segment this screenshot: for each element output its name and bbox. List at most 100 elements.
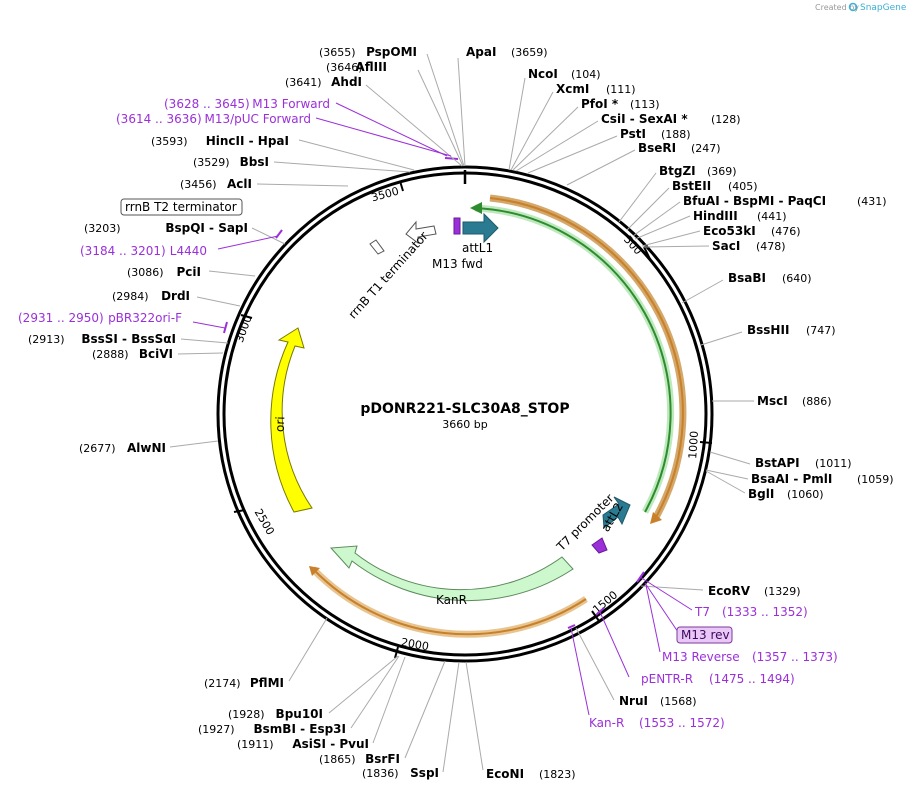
- site-sspi-name: SspI: [410, 766, 439, 780]
- rrnb-t1-terminator-arrow: [405, 220, 437, 244]
- t7-promoter-feature: [591, 537, 608, 554]
- site-ncoi-name: NcoI: [528, 67, 558, 81]
- leader-bcivi: [177, 352, 224, 355]
- leader-bsmbi: [350, 655, 400, 729]
- leader-asisi: [372, 656, 406, 744]
- site-bsaai-pos: (1059): [857, 473, 894, 486]
- leader-m13-puc-forward: [315, 117, 452, 157]
- leader-sspi: [442, 661, 460, 773]
- site-bpu10i-name: Bpu10I: [276, 707, 323, 721]
- site-csii-name: CsiI - SexAI *: [601, 112, 688, 126]
- site-bfuai-pos: (431): [857, 195, 887, 208]
- leader-afliii: [417, 69, 464, 167]
- leader-bstapi: [709, 451, 751, 465]
- site-bfuai-name: BfuAI - BspMI - PaqCI: [683, 194, 826, 208]
- site-bbsi-name: BbsI: [240, 155, 269, 169]
- gateway-cassette-head: [470, 202, 482, 214]
- site-psti-name: PstI: [620, 127, 646, 141]
- primer-m13-rev-label: M13 rev: [681, 628, 730, 642]
- primer-m13-reverse-label: M13 Reverse: [662, 650, 740, 664]
- leader-bsssi: [180, 338, 229, 344]
- primer-m13-reverse-range: (1357 .. 1373): [752, 650, 838, 664]
- orange-arc-cassette-line: [489, 197, 684, 520]
- site-acli-pos: (3456): [180, 178, 217, 191]
- site-pcii-pos: (3086): [127, 266, 164, 279]
- attl1-label: attL1: [462, 241, 493, 255]
- site-xcmi-pos: (111): [606, 83, 636, 96]
- site-bseri-name: BseRI: [638, 141, 676, 155]
- site-bgli-pos: (1060): [787, 488, 824, 501]
- site-bsabi-pos: (640): [782, 272, 812, 285]
- site-drdi-name: DrdI: [161, 289, 190, 303]
- pbr322ori-mark: [223, 321, 228, 334]
- tick-1000: [699, 441, 713, 444]
- site-bbsi-pos: (3529): [193, 156, 230, 169]
- tick-3500-label: 3500: [370, 185, 400, 205]
- site-acli-name: AclI: [227, 177, 252, 191]
- ori-label: ori: [273, 416, 288, 432]
- site-btgzi-pos: (369): [707, 165, 737, 178]
- primer-m13-rev-box: [676, 626, 733, 644]
- primer-m13-forward-range: (3628 .. 3645): [164, 97, 250, 111]
- leader-m13-rev: [644, 582, 679, 633]
- site-bspqi-name: BspQI - SapI: [165, 221, 248, 235]
- leader-bgli: [705, 470, 746, 494]
- leader-pbr322ori-f: [192, 321, 226, 329]
- site-afliii-name: AflIII: [355, 60, 387, 74]
- site-bsteii-name: BstEII: [672, 179, 711, 193]
- leader-m13-reverse: [645, 584, 661, 653]
- primer-m13-puc-forward-label: M13/pUC Forward: [204, 112, 311, 126]
- primer-pbr322ori-f-label: pBR322ori-F: [108, 311, 182, 325]
- site-bsssi-name: BssSI - BssSαI: [81, 332, 176, 346]
- primer-m13-forward-label: M13 Forward: [252, 97, 330, 111]
- orange-arc-kan-line: [312, 568, 587, 636]
- site-pflmi-name: PflMI: [250, 676, 284, 690]
- kanr-label: KanR: [436, 593, 467, 607]
- site-afliii-pos: (3646): [326, 61, 363, 74]
- leader-pentr-r: [599, 611, 630, 678]
- site-apai-name: ApaI: [466, 45, 496, 59]
- kan-r-mark: [567, 624, 576, 629]
- primer-t7-label: T7: [694, 605, 710, 619]
- plasmid-name: pDONR221-SLC30A8_STOP: [360, 401, 569, 417]
- tick-1000-label: 1000: [686, 430, 701, 459]
- kanr-feature-arrow: [329, 545, 574, 602]
- site-btgzi-name: BtgZI: [659, 164, 696, 178]
- primer-pbr322ori-f-range: (2931 .. 2950): [18, 311, 104, 325]
- gateway-cassette-line: [474, 207, 672, 513]
- m13-fwd-label: M13 fwd: [432, 257, 483, 271]
- leader-psti: [527, 135, 618, 174]
- header: Created by SnapGene: [815, 2, 907, 13]
- orange-arc-kan-head: [309, 566, 320, 576]
- leader-ecorv: [640, 585, 704, 591]
- site-bgli-name: BglI: [748, 487, 774, 501]
- site-bseri-pos: (247): [691, 142, 721, 155]
- primer-m13-puc-forward-range: (3614 .. 3636): [116, 112, 202, 126]
- pentr-r-mark: [595, 607, 605, 616]
- primer-pentr-r-range: (1475 .. 1494): [709, 672, 795, 686]
- site-asisi-pos: (1911): [237, 738, 274, 751]
- backbone: [216, 165, 714, 663]
- site-psti-pos: (188): [661, 128, 691, 141]
- site-bsteii-pos: (405): [728, 180, 758, 193]
- right-sites: ApaI (3659) NcoI (104) XcmI (111) PfoI *…: [457, 45, 894, 781]
- leader-apai: [457, 57, 466, 167]
- leader-bsshii: [700, 331, 743, 346]
- left-sites: PspOMI (3655) AflIII (3646) AhdI (3641) …: [28, 45, 465, 780]
- leader-saci: [642, 245, 710, 248]
- m13-fwd-feature: [453, 217, 461, 235]
- site-ncoi-pos: (104): [571, 68, 601, 81]
- primer-l4440-label: L4440: [170, 244, 207, 258]
- site-pspomi-name: PspOMI: [366, 45, 417, 59]
- leader-t7: [639, 576, 693, 611]
- site-econi-name: EcoNI: [486, 767, 524, 781]
- site-bstapi-name: BstAPI: [755, 456, 800, 470]
- site-bpu10i-pos: (1928): [228, 708, 265, 721]
- site-alwni-name: AlwNI: [127, 441, 166, 455]
- primer-pentr-r-label: pENTR-R: [641, 672, 693, 686]
- attl1-feature-arrow: [462, 212, 499, 244]
- site-hindiii-name: HindIII: [693, 209, 738, 223]
- site-drdi-pos: (2984): [112, 290, 149, 303]
- site-bsaai-name: BsaAI - PmlI: [751, 472, 832, 486]
- leader-bspqi: [251, 227, 286, 245]
